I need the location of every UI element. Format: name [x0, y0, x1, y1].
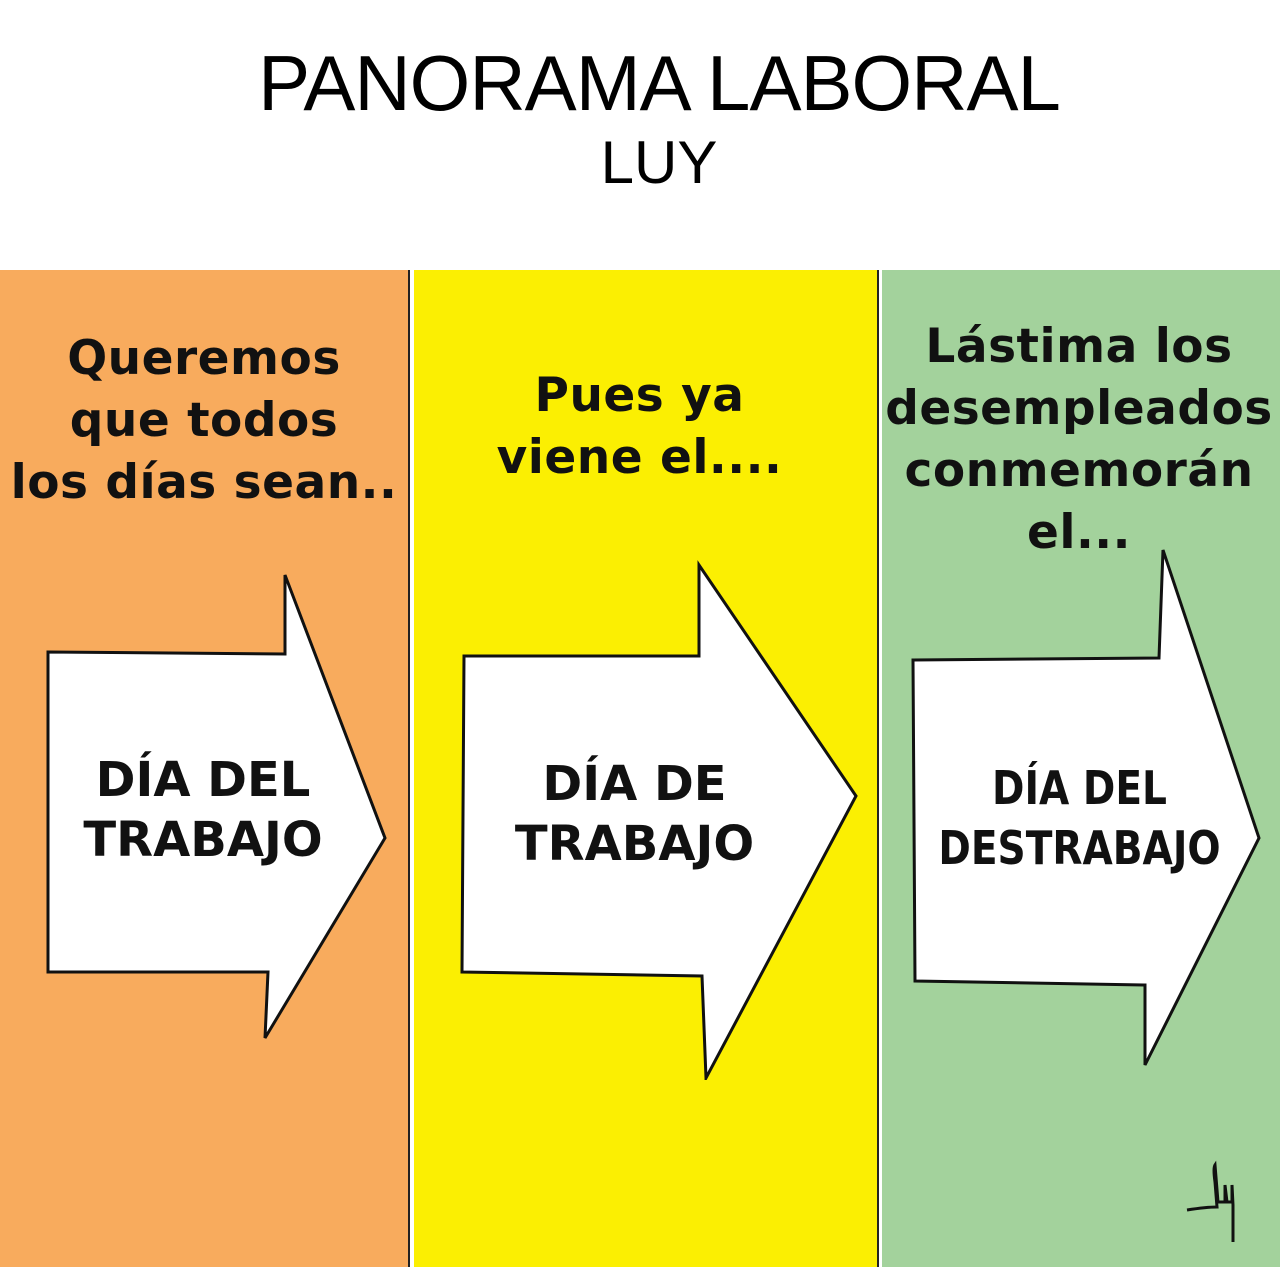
cartoon-author: LUY [600, 129, 718, 196]
caption-line: el... [1026, 505, 1132, 560]
caption-line: los días sean.. [10, 455, 398, 510]
artist-signature [1186, 1160, 1235, 1242]
caption-line: que todos [69, 393, 339, 448]
caption-line: viene el.... [496, 430, 783, 485]
arrow-line: TRABAJO [83, 812, 323, 868]
cartoon-title: PANORAMA LABORAL [258, 39, 1061, 127]
caption-line: desempleados [885, 381, 1273, 436]
caption-line: Pues ya [534, 368, 745, 423]
panel-3-caption: Lástima los desempleados conmemorán el..… [880, 316, 1278, 564]
panel-divider [408, 270, 410, 1267]
arrow-line: DÍA DE [542, 756, 727, 812]
arrow-line: DÍA DEL [95, 752, 311, 808]
arrow-line: DÍA DEL [992, 761, 1167, 815]
panel-1-arrow-label: DÍA DEL TRABAJO [48, 750, 358, 870]
panel-orange: Queremos que todos los días sean.. DÍA D… [0, 270, 408, 1267]
caption-line: Lástima los [925, 319, 1233, 374]
panel-1-caption: Queremos que todos los días sean.. [0, 328, 408, 514]
panel-yellow: Pues ya viene el.... DÍA DE TRABAJO [414, 270, 877, 1267]
arrow-right-icon [460, 560, 858, 1080]
caption-line: conmemorán [904, 443, 1254, 498]
panel-2-arrow-label: DÍA DE TRABAJO [462, 754, 807, 874]
arrow-right-icon [46, 574, 387, 1039]
panel-divider [877, 270, 879, 1267]
panel-3-arrow-label: DÍA DEL DESTRABAJO [937, 758, 1222, 878]
panel-green: Lástima los desempleados conmemorán el..… [882, 270, 1280, 1267]
arrow-line: TRABAJO [514, 816, 755, 872]
panel-2-caption: Pues ya viene el.... [408, 365, 871, 489]
arrow-right-icon [911, 549, 1261, 1066]
arrow-line: DESTRABAJO [938, 821, 1221, 875]
caption-line: Queremos [67, 331, 341, 386]
